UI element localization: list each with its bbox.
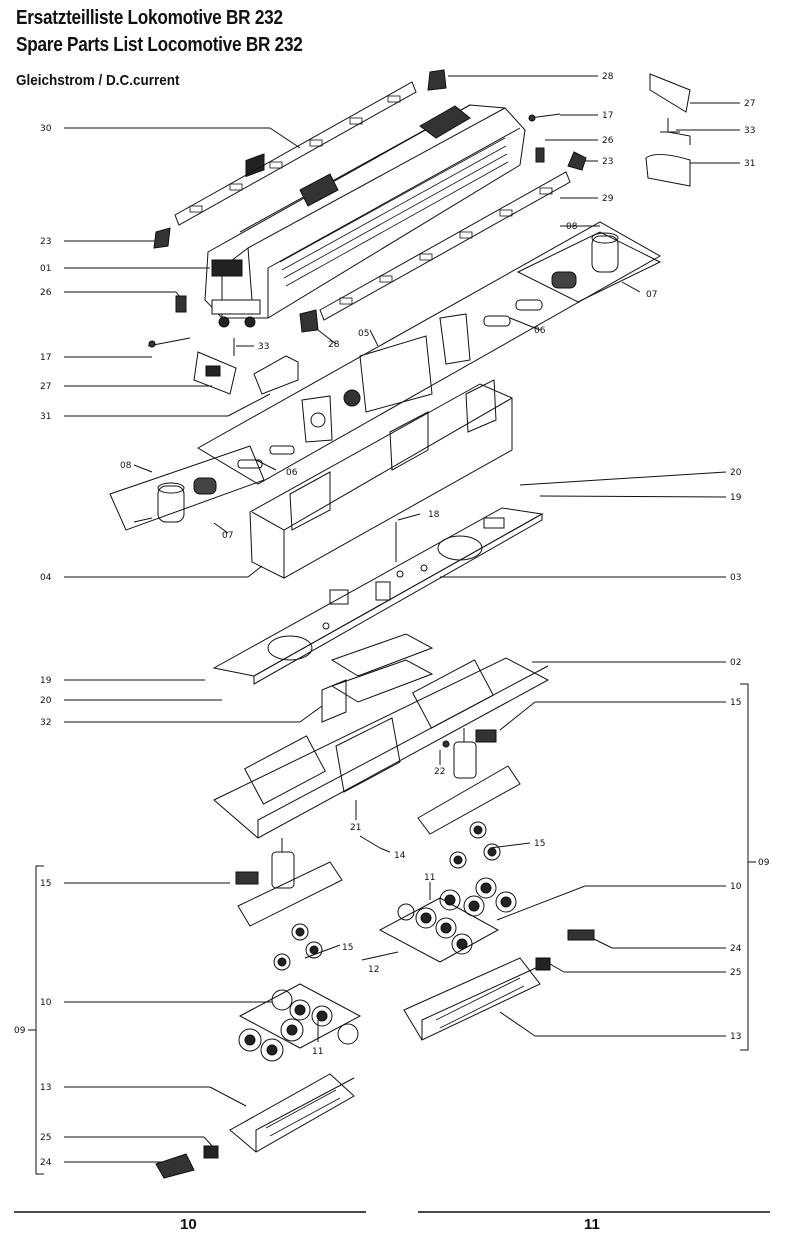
subtitle-current: Gleichstrom / D.C.current bbox=[16, 72, 180, 89]
callout-20: 20 bbox=[730, 468, 742, 478]
callout-18: 18 bbox=[428, 510, 440, 520]
callout-08: 08 bbox=[566, 222, 578, 232]
callout-10: 10 bbox=[730, 882, 742, 892]
handrail-30 bbox=[174, 81, 417, 226]
bogie-right bbox=[378, 728, 595, 1041]
callout-06: 06 bbox=[534, 326, 546, 336]
callout-07: 07 bbox=[222, 531, 233, 541]
callout-03: 03 bbox=[730, 573, 741, 583]
callout-33: 33 bbox=[258, 342, 269, 352]
callout-05: 05 bbox=[358, 329, 369, 339]
leader-lines bbox=[64, 75, 740, 1163]
title-german: Ersatzteilliste Lokomotive BR 232 bbox=[16, 7, 283, 29]
callout-08: 08 bbox=[120, 461, 132, 471]
callout-15: 15 bbox=[342, 943, 353, 953]
callout-02: 02 bbox=[730, 658, 741, 668]
callout-28: 28 bbox=[328, 340, 340, 350]
handrail-29 bbox=[319, 171, 571, 321]
callout-13: 13 bbox=[730, 1032, 741, 1042]
callout-24: 24 bbox=[730, 944, 742, 954]
callout-26: 26 bbox=[602, 136, 614, 146]
callout-32: 32 bbox=[40, 718, 51, 728]
callout-28: 28 bbox=[602, 72, 614, 82]
callout-15: 15 bbox=[534, 839, 545, 849]
callout-30: 30 bbox=[40, 124, 52, 134]
callout-04: 04 bbox=[40, 573, 52, 583]
callout-23: 23 bbox=[40, 237, 51, 247]
callout-25: 25 bbox=[40, 1133, 51, 1143]
weight-plates bbox=[321, 633, 434, 723]
callout-09: 09 bbox=[758, 858, 770, 868]
callout-31: 31 bbox=[744, 159, 755, 169]
circuit-board bbox=[212, 507, 544, 685]
callout-15: 15 bbox=[730, 698, 741, 708]
callout-33: 33 bbox=[744, 126, 755, 136]
callout-07: 07 bbox=[646, 290, 657, 300]
page-number-left: 10 bbox=[180, 1216, 197, 1233]
callout-06: 06 bbox=[286, 468, 298, 478]
callout-26: 26 bbox=[40, 288, 52, 298]
callout-09: 09 bbox=[14, 1026, 26, 1036]
callout-numbers: 28 27 30 17 33 26 31 23 29 23 08 01 07 2… bbox=[14, 72, 770, 1168]
callout-12: 12 bbox=[368, 965, 379, 975]
page-number-right: 11 bbox=[584, 1216, 600, 1233]
callout-11: 11 bbox=[424, 873, 435, 883]
callout-19: 19 bbox=[40, 676, 52, 686]
locomotive-body bbox=[204, 104, 526, 328]
callout-23: 23 bbox=[602, 157, 613, 167]
callout-27: 27 bbox=[40, 382, 51, 392]
callout-10: 10 bbox=[40, 998, 52, 1008]
callout-14: 14 bbox=[394, 851, 406, 861]
callout-11: 11 bbox=[312, 1047, 323, 1057]
base-frame bbox=[213, 657, 550, 839]
callout-31: 31 bbox=[40, 412, 51, 422]
callout-19: 19 bbox=[730, 493, 742, 503]
bracket-right-09 bbox=[740, 683, 756, 1051]
callout-24: 24 bbox=[40, 1158, 52, 1168]
small-parts-top bbox=[147, 69, 691, 395]
callout-21: 21 bbox=[350, 823, 361, 833]
callout-13: 13 bbox=[40, 1083, 51, 1093]
callout-29: 29 bbox=[602, 194, 614, 204]
callout-25: 25 bbox=[730, 968, 741, 978]
chassis-frame bbox=[249, 379, 513, 579]
callout-27: 27 bbox=[744, 99, 755, 109]
callout-22: 22 bbox=[434, 767, 445, 777]
bogie-left bbox=[155, 838, 362, 1179]
bracket-left-09 bbox=[28, 865, 44, 1175]
motor-assembly bbox=[109, 221, 662, 531]
callout-17: 17 bbox=[40, 353, 51, 363]
callout-20: 20 bbox=[40, 696, 52, 706]
callout-17: 17 bbox=[602, 111, 613, 121]
title-english: Spare Parts List Locomotive BR 232 bbox=[16, 34, 303, 56]
callout-01: 01 bbox=[40, 264, 51, 274]
callout-15: 15 bbox=[40, 879, 51, 889]
